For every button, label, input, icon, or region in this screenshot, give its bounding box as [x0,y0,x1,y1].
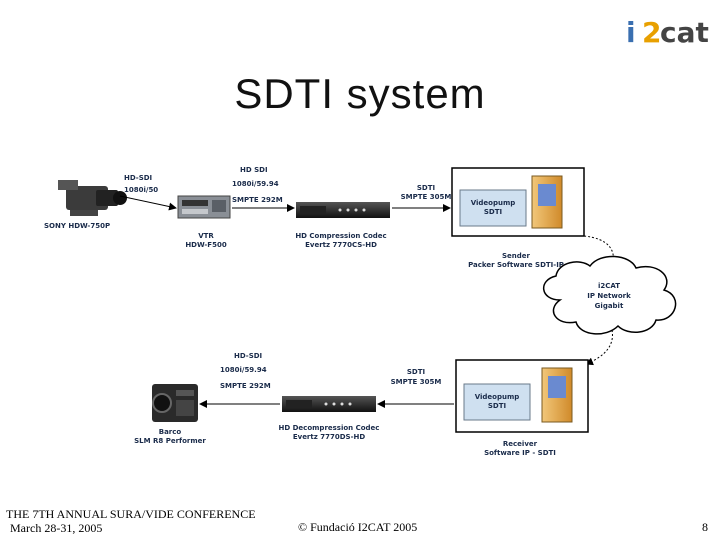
receiver-screen-line1: Videopump [474,393,520,401]
sender-sdti-smpte: SMPTE 305M [400,193,452,201]
network-line1: i2CAT [597,282,621,290]
compression-codec-icon [296,202,390,218]
sender-hdsdi-label: HD-SDI [124,174,153,182]
compression-codec-label: HD Compression Codec [295,232,387,240]
network-cloud-icon [543,255,677,335]
sender-top-hdsdi-smpte: SMPTE 292M [232,196,283,204]
camera-label: SONY HDW-750P [44,222,111,230]
network-line2: IP Network [587,292,631,300]
camera-icon [58,180,127,216]
sender-top-hdsdi-label: HD SDI [240,166,268,174]
footer-dates: March 28-31, 2005 [10,521,103,535]
sender-screen-line1: Videopump [470,199,516,207]
decompression-codec-model: Evertz 7770DS-HD [292,433,366,441]
vtr-icon [177,195,231,219]
decompression-codec-icon [282,396,376,412]
compression-codec-model: Evertz 7770CS-HD [305,241,377,249]
footer-copyright: © Fundació I2CAT 2005 [298,520,418,534]
logo-letter-i: i [626,16,636,49]
page-title: SDTI system [234,70,486,117]
receiver-sdti-label: SDTI [406,368,426,376]
decompression-codec-label: HD Decompression Codec [278,424,380,432]
receiver-pc-panel [455,359,589,433]
sender-hdsdi-format: 1080i/50 [124,186,159,194]
receiver-hdsdi-smpte: SMPTE 292M [220,382,271,390]
vtr-model: HDW-F500 [185,241,227,249]
arrow-sender-to-network [583,235,618,269]
logo-letter-2: 2 [642,16,661,49]
receiver-hdsdi-label: HD-SDI [234,352,263,360]
projector-label-line2: SLM R8 Performer [134,437,206,445]
receiver-screen-line2: SDTI [487,402,507,410]
projector-icon [152,384,198,422]
receiver-caption-line1: Receiver [502,440,538,448]
sender-caption-line1: Sender [502,252,530,260]
page-number: 8 [702,520,708,534]
receiver-hdsdi-format: 1080i/59.94 [220,366,267,374]
arrow-camera-to-vtr [119,195,177,211]
sender-top-hdsdi-format: 1080i/59.94 [232,180,279,188]
receiver-sdti-smpte: SMPTE 305M [390,378,442,386]
i2cat-logo: i 2 cat [624,12,712,50]
vtr-label: VTR [198,232,214,240]
network-line3: Gigabit [594,302,624,310]
arrow-network-to-receiver [585,329,613,366]
sender-caption-line2: Packer Software SDTI-IP [468,261,564,269]
projector-label-line1: Barco [158,428,182,436]
sender-screen-line2: SDTI [483,208,503,216]
logo-graphic: i 2 cat [626,16,709,49]
logo-word-cat: cat [660,16,709,49]
sender-pc-panel [451,167,585,237]
sender-sdti-label: SDTI [416,184,436,192]
footer-conference: THE 7TH ANNUAL SURA/VIDE CONFERENCE [6,507,256,521]
receiver-caption-line2: Software IP - SDTI [484,449,556,457]
